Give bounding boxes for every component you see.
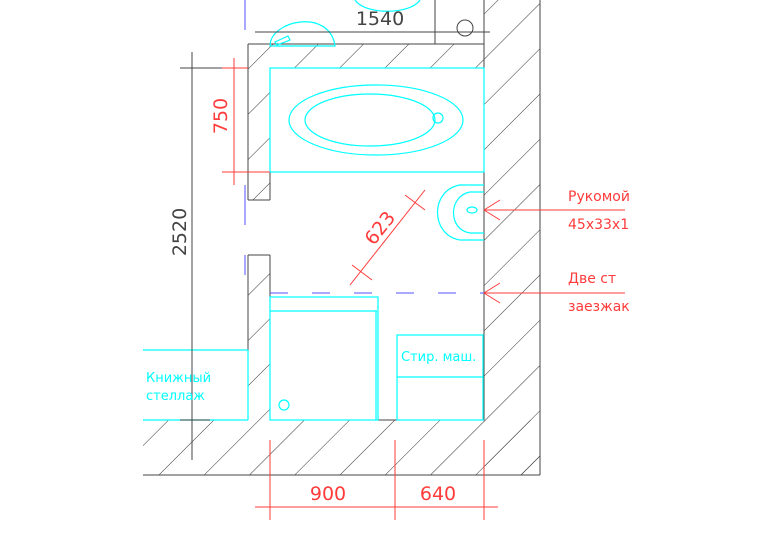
- shower-tray: [269, 296, 379, 421]
- dim-bottom-left: 900: [310, 483, 346, 505]
- shelf-label-1: Книжный: [146, 371, 211, 386]
- black-dimensions: [180, 31, 490, 460]
- dim-room-length: 2520: [169, 208, 191, 256]
- dim-bath-length: 750: [210, 98, 232, 134]
- dim-diagonal: 623: [360, 207, 400, 249]
- top-sink: [269, 0, 421, 47]
- shelf-label-2: стеллаж: [146, 389, 205, 404]
- red-dimensions: [222, 58, 625, 520]
- washer-label: Стир. маш.: [401, 350, 476, 365]
- door-label-2: заезжак: [568, 299, 630, 315]
- dim-top-width: 1540: [356, 8, 404, 30]
- dim-bottom-right: 640: [420, 483, 456, 505]
- fixtures: [143, 0, 485, 421]
- sink-label-1: Рукомой: [568, 189, 630, 205]
- washing-machine: [396, 334, 484, 421]
- door-label-1: Две ст: [568, 271, 616, 287]
- washbasin: [437, 184, 484, 241]
- walls: [143, 0, 541, 476]
- bathtub: [269, 67, 485, 173]
- sink-label-2: 45x33x1: [568, 217, 629, 233]
